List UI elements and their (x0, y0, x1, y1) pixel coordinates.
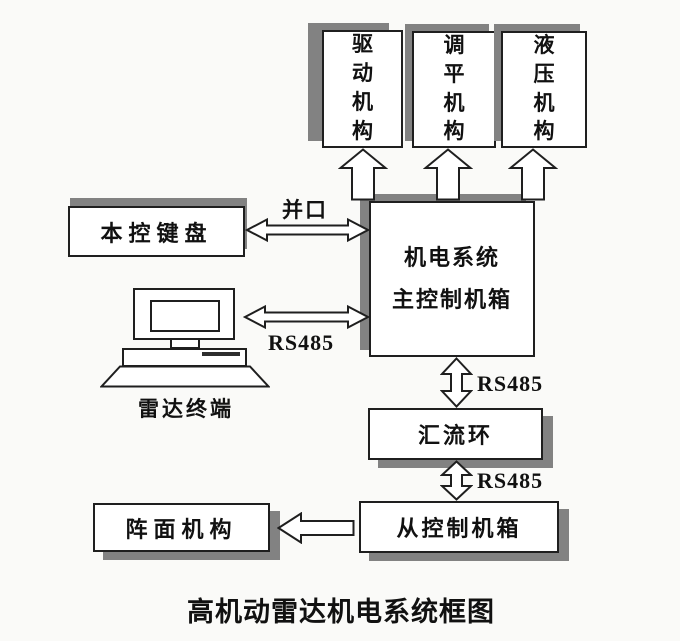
link-rs485-slip-slave-label: RS485 (477, 468, 544, 493)
arrow-slipring-slave-rs485 (440, 460, 473, 501)
node-slip-ring: 汇流环 (368, 408, 543, 460)
node-main-control-cabinet: 机电系统 主控制机箱 (369, 201, 535, 357)
node-array-mechanism-label: 阵面机构 (125, 516, 238, 542)
arrow-main-slipring-rs485 (440, 357, 473, 408)
node-main-control-cabinet-label: 机电系统 主控制机箱 (391, 245, 512, 312)
node-slip-ring-label: 汇流环 (417, 423, 493, 448)
node-slave-control-cabinet: 从控制机箱 (359, 501, 559, 553)
node-leveling-mechanism: 调平机构 (412, 31, 496, 148)
arrow-main-to-leveling (423, 148, 473, 201)
disk-slot-icon (202, 352, 240, 356)
node-radar-terminal-label: 雷达终端 (138, 398, 234, 421)
arrow-main-to-hydraulic (508, 148, 558, 201)
monitor-screen-icon (150, 300, 220, 332)
node-local-keyboard-label: 本控键盘 (100, 220, 213, 246)
diagram-caption: 高机动雷达机电系统框图 (187, 597, 495, 627)
node-local-keyboard: 本控键盘 (68, 206, 245, 257)
link-rs485-terminal-label: RS485 (268, 330, 335, 355)
node-drive-mechanism: 驱动机构 (322, 30, 403, 148)
arrow-keyboard-main-parallel (245, 217, 370, 243)
link-rs485-main-slip-label: RS485 (477, 371, 544, 396)
keyboard-icon (100, 365, 270, 388)
node-drive-mechanism-label: 驱动机构 (351, 33, 373, 143)
node-slave-control-cabinet-label: 从控制机箱 (396, 516, 522, 541)
node-array-mechanism: 阵面机构 (93, 503, 270, 552)
arrow-slave-to-array (277, 512, 355, 544)
arrow-terminal-main-rs485 (243, 304, 370, 330)
node-hydraulic-mechanism: 液压机构 (501, 31, 587, 148)
node-hydraulic-mechanism-label: 液压机构 (533, 33, 555, 144)
node-leveling-mechanism-label: 调平机构 (443, 33, 465, 144)
arrow-main-to-drive (338, 148, 388, 201)
link-parallel-port-label: 并口 (282, 199, 328, 222)
